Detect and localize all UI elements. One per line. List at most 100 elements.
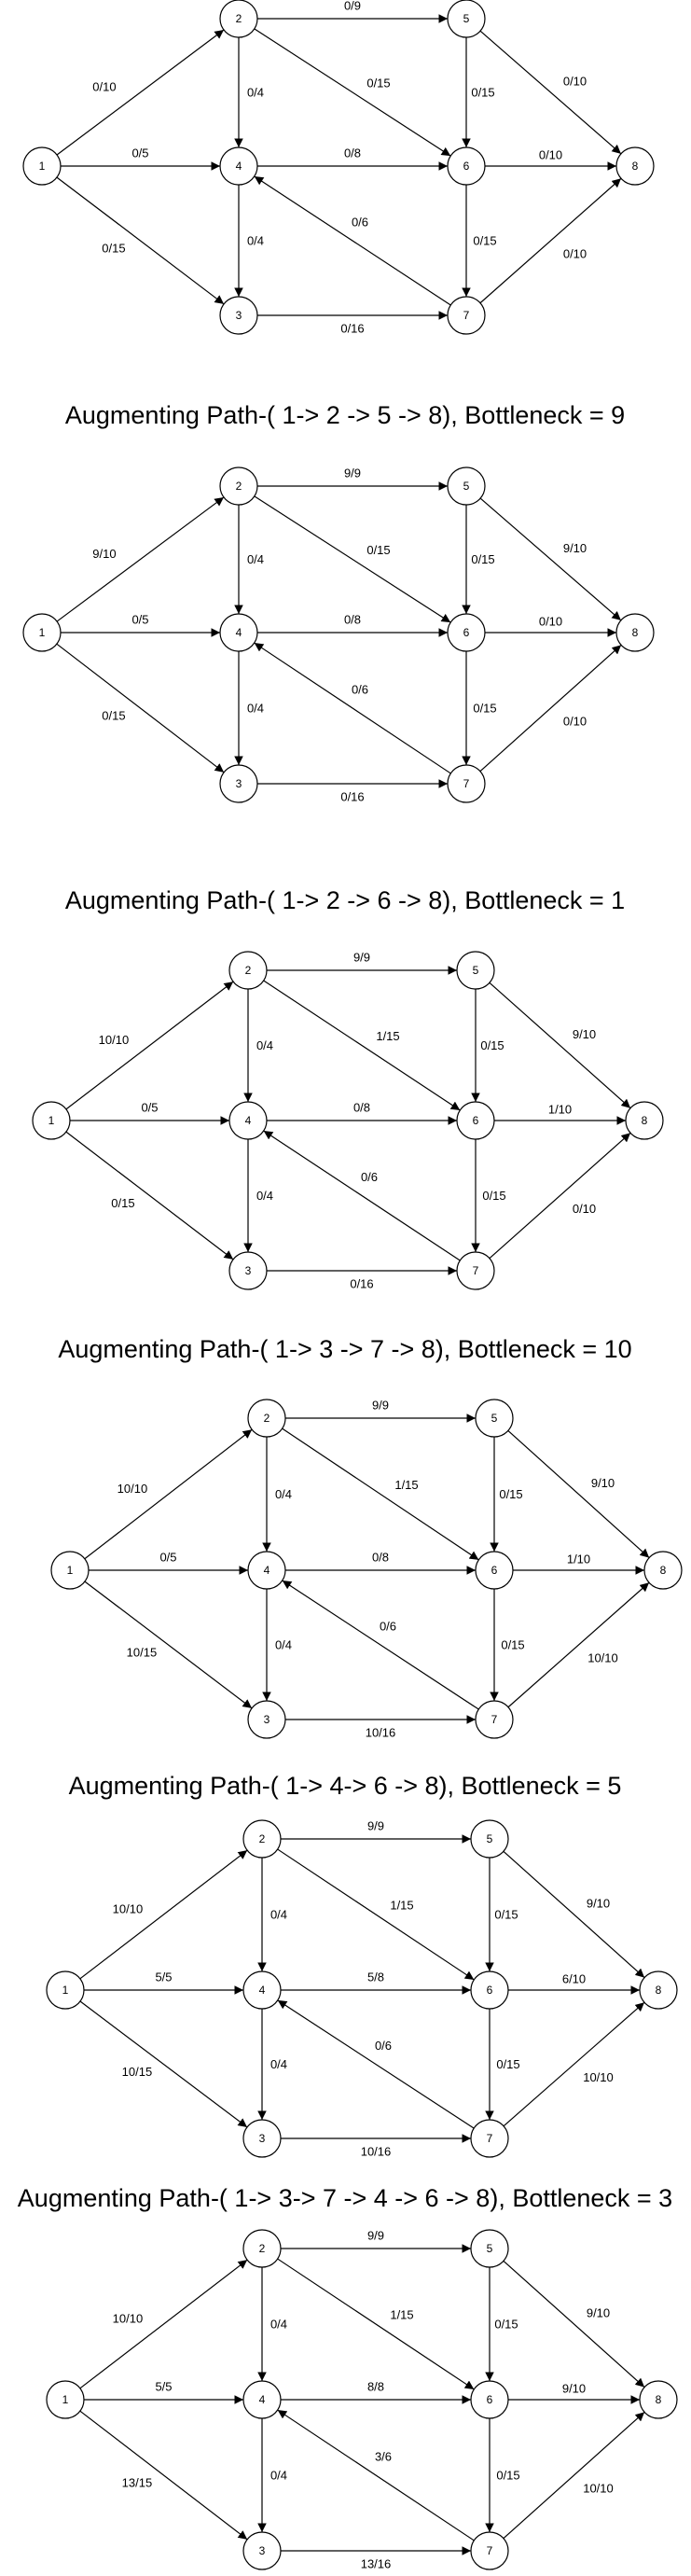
node-2 bbox=[242, 1819, 282, 1859]
edge-flow-label-6-to-7: 0/15 bbox=[473, 234, 496, 248]
edge-flow-label-5-to-6: 0/15 bbox=[471, 552, 494, 566]
edge-1-to-2 bbox=[84, 1428, 253, 1560]
node-label-6: 6 bbox=[463, 626, 470, 639]
edge-flow-label-4-to-6: 0/8 bbox=[344, 613, 361, 627]
edge-flow-label-2-to-5: 9/9 bbox=[344, 466, 361, 480]
edge-flow-label-7-to-8: 0/10 bbox=[563, 247, 587, 261]
node-label-8: 8 bbox=[660, 1564, 667, 1577]
node-8 bbox=[625, 1101, 664, 1140]
edge-flow-label-2-to-5: 0/9 bbox=[344, 0, 361, 13]
node-label-1: 1 bbox=[67, 1564, 74, 1577]
node-6 bbox=[456, 1101, 495, 1140]
edge-flow-label-7-to-8: 0/10 bbox=[573, 1202, 596, 1216]
node-label-5: 5 bbox=[491, 1412, 498, 1425]
network-panel-3: Augmenting Path-( 1-> 3 -> 7 -> 8), Bott… bbox=[50, 1335, 683, 1740]
edge-5-to-8 bbox=[479, 30, 622, 155]
edge-2-to-6 bbox=[282, 1427, 479, 1561]
node-5 bbox=[475, 1399, 514, 1438]
node-2 bbox=[242, 2229, 282, 2268]
edge-flow-label-3-to-7: 0/16 bbox=[350, 1277, 373, 1291]
edge-flow-label-6-to-8: 0/10 bbox=[539, 148, 562, 162]
node-label-5: 5 bbox=[463, 12, 470, 25]
edge-flow-label-1-to-2: 0/10 bbox=[92, 79, 116, 93]
edge-1-to-2 bbox=[56, 496, 225, 622]
edge-flow-label-2-to-5: 9/9 bbox=[367, 1819, 384, 1833]
node-label-7: 7 bbox=[487, 2132, 493, 2145]
node-label-4: 4 bbox=[236, 626, 242, 639]
edge-flow-label-6-to-7: 0/15 bbox=[482, 1189, 505, 1203]
node-3 bbox=[219, 764, 258, 803]
node-label-2: 2 bbox=[259, 1832, 266, 1845]
node-2 bbox=[247, 1399, 286, 1438]
edge-7-to-8 bbox=[479, 177, 622, 304]
edge-flow-label-5-to-6: 0/15 bbox=[471, 86, 494, 100]
edge-7-to-8 bbox=[479, 644, 622, 773]
node-label-7: 7 bbox=[487, 2544, 493, 2557]
edge-flow-label-4-to-6: 0/8 bbox=[372, 1551, 389, 1565]
edge-flow-label-6-to-7: 0/15 bbox=[496, 2469, 519, 2483]
edge-flow-label-6-to-7: 0/15 bbox=[501, 1638, 524, 1652]
edge-flow-label-1-to-4: 0/5 bbox=[131, 613, 148, 627]
node-6 bbox=[470, 2380, 509, 2419]
edge-flow-label-5-to-8: 9/10 bbox=[587, 2306, 610, 2320]
node-1 bbox=[22, 146, 62, 186]
edge-7-to-4 bbox=[263, 1130, 461, 1261]
node-label-1: 1 bbox=[39, 160, 46, 173]
edge-flow-label-1-to-4: 0/5 bbox=[131, 146, 148, 160]
node-1 bbox=[46, 1970, 85, 2010]
edge-flow-label-4-to-6: 8/8 bbox=[367, 2380, 384, 2394]
edge-flow-label-2-to-4: 0/4 bbox=[270, 2318, 287, 2332]
node-1 bbox=[50, 1551, 90, 1590]
edge-flow-label-7-to-4: 3/6 bbox=[375, 2450, 392, 2464]
edge-1-to-3 bbox=[65, 1131, 234, 1260]
node-label-8: 8 bbox=[656, 2393, 662, 2406]
edge-flow-label-2-to-4: 0/4 bbox=[256, 1038, 273, 1052]
augmenting-path-title: Augmenting Path-( 1-> 3-> 7 -> 4 -> 6 ->… bbox=[18, 2184, 672, 2212]
edge-flow-label-1-to-3: 10/15 bbox=[127, 1646, 158, 1660]
edge-flow-label-1-to-4: 5/5 bbox=[155, 2380, 172, 2394]
edge-flow-label-6-to-8: 1/10 bbox=[548, 1103, 572, 1117]
edge-5-to-8 bbox=[503, 1850, 645, 1979]
edge-2-to-6 bbox=[277, 1848, 475, 1981]
edge-flow-label-4-to-6: 5/8 bbox=[367, 1970, 384, 1984]
network-panel-4: Augmenting Path-( 1-> 4-> 6 -> 8), Bottl… bbox=[46, 1772, 678, 2159]
edge-flow-label-4-to-3: 0/4 bbox=[270, 2057, 287, 2071]
edge-7-to-4 bbox=[254, 175, 451, 306]
edge-1-to-3 bbox=[84, 1580, 253, 1709]
node-7 bbox=[456, 1251, 495, 1290]
edge-flow-label-7-to-4: 0/6 bbox=[380, 1620, 396, 1634]
edge-flow-label-5-to-8: 9/10 bbox=[563, 541, 587, 555]
node-4 bbox=[219, 613, 258, 652]
edge-flow-label-1-to-4: 0/5 bbox=[141, 1101, 158, 1115]
node-label-2: 2 bbox=[245, 964, 252, 977]
node-label-4: 4 bbox=[245, 1114, 252, 1127]
edge-flow-label-4-to-3: 0/4 bbox=[270, 2469, 287, 2483]
node-8 bbox=[615, 613, 655, 652]
edge-flow-label-4-to-3: 0/4 bbox=[256, 1189, 273, 1203]
node-6 bbox=[475, 1551, 514, 1590]
edge-flow-label-4-to-6: 0/8 bbox=[353, 1101, 370, 1115]
edge-flow-label-3-to-7: 0/16 bbox=[340, 322, 364, 336]
edge-flow-label-5-to-8: 9/10 bbox=[573, 1027, 596, 1041]
node-4 bbox=[247, 1551, 286, 1590]
node-label-3: 3 bbox=[245, 1264, 252, 1277]
edge-flow-label-2-to-4: 0/4 bbox=[270, 1908, 287, 1922]
node-label-7: 7 bbox=[491, 1713, 498, 1726]
edge-flow-label-5-to-6: 0/15 bbox=[499, 1487, 522, 1501]
node-4 bbox=[219, 146, 258, 186]
node-1 bbox=[46, 2380, 85, 2419]
node-2 bbox=[228, 951, 268, 990]
edge-flow-label-5-to-6: 0/15 bbox=[480, 1038, 504, 1052]
edge-flow-label-6-to-8: 0/10 bbox=[539, 615, 562, 629]
node-label-4: 4 bbox=[259, 1984, 266, 1997]
node-label-6: 6 bbox=[491, 1564, 498, 1577]
node-label-6: 6 bbox=[473, 1114, 479, 1127]
node-6 bbox=[470, 1970, 509, 2010]
node-label-1: 1 bbox=[62, 2393, 69, 2406]
node-3 bbox=[219, 296, 258, 335]
edge-flow-label-2-to-6: 1/15 bbox=[376, 1029, 399, 1043]
edge-flow-label-5-to-6: 0/15 bbox=[494, 2318, 518, 2332]
edge-flow-label-2-to-5: 9/9 bbox=[372, 1399, 389, 1413]
node-label-2: 2 bbox=[236, 480, 242, 493]
node-label-8: 8 bbox=[656, 1984, 662, 1997]
